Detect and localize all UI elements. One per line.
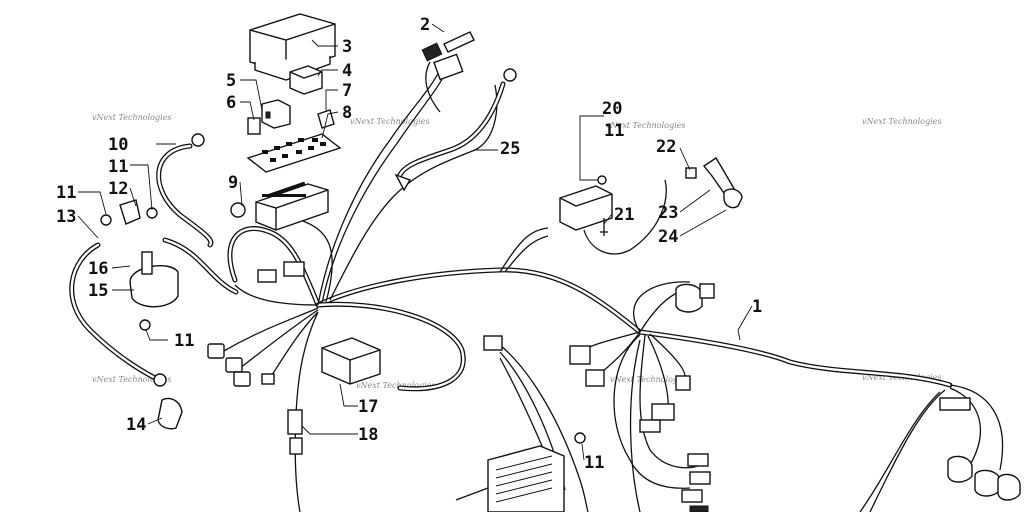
callout-13: 13 (56, 207, 76, 227)
callout-14: 14 (126, 415, 146, 435)
watermark-5: vNext Technologies (92, 375, 171, 384)
cable-25 (394, 68, 517, 192)
relay (289, 65, 323, 95)
left-connectors (207, 261, 305, 387)
callout-17: 17 (358, 397, 378, 417)
callout-21: 21 (614, 205, 634, 225)
callout-5: 5 (226, 71, 236, 91)
callout-11-b: 11 (56, 183, 76, 203)
leader-lines (77, 23, 753, 461)
watermark-4: vNext Technologies (862, 117, 941, 126)
callout-8: 8 (342, 103, 352, 123)
callout-23: 23 (658, 203, 678, 223)
callout-3: 3 (342, 37, 352, 57)
callout-16: 16 (88, 259, 108, 279)
ecu-unit (455, 335, 586, 512)
callout-10: 10 (108, 135, 128, 155)
fuse-7 (317, 109, 335, 129)
callout-20: 20 (602, 99, 622, 119)
watermark-1: vNext Technologies (92, 113, 171, 122)
watermark-6: vNext Technologies (356, 381, 435, 390)
fuse-box-cover (249, 13, 336, 81)
watermark-7: vNext Technologies (610, 375, 689, 384)
right-lower-connectors (681, 453, 711, 512)
callout-11-a: 11 (108, 157, 128, 177)
module-20 (559, 175, 667, 255)
fuse-block (230, 181, 329, 231)
callout-2: 2 (420, 15, 430, 35)
callout-11-e: 11 (584, 453, 604, 473)
watermark-2: vNext Technologies (350, 117, 429, 126)
callout-11-c: 11 (174, 331, 194, 351)
callout-6: 6 (226, 93, 236, 113)
callout-25: 25 (500, 139, 520, 159)
callout-4: 4 (342, 61, 352, 81)
callout-24: 24 (658, 227, 678, 247)
main-harness (221, 69, 1004, 512)
callout-12: 12 (108, 179, 128, 199)
sensor-2 (421, 31, 475, 113)
callout-22: 22 (656, 137, 676, 157)
fuse-board (246, 133, 342, 173)
callout-1: 1 (752, 297, 762, 317)
callout-9: 9 (228, 173, 238, 193)
plug-18 (287, 409, 303, 455)
fuse-and-mini-relay (247, 99, 291, 135)
fittings-22-24 (685, 157, 743, 209)
battery-cables (69, 133, 239, 430)
regulator-17 (321, 337, 381, 385)
callout-labels: 1 2 3 4 5 6 7 8 9 10 11 12 11 13 14 15 1… (56, 15, 762, 473)
callout-15: 15 (88, 281, 108, 301)
callout-11-d: 11 (604, 121, 624, 141)
callout-18: 18 (358, 425, 378, 445)
callout-7: 7 (342, 81, 352, 101)
right-connectors (569, 283, 1021, 512)
watermark-3: vNext Technologies (606, 121, 685, 130)
